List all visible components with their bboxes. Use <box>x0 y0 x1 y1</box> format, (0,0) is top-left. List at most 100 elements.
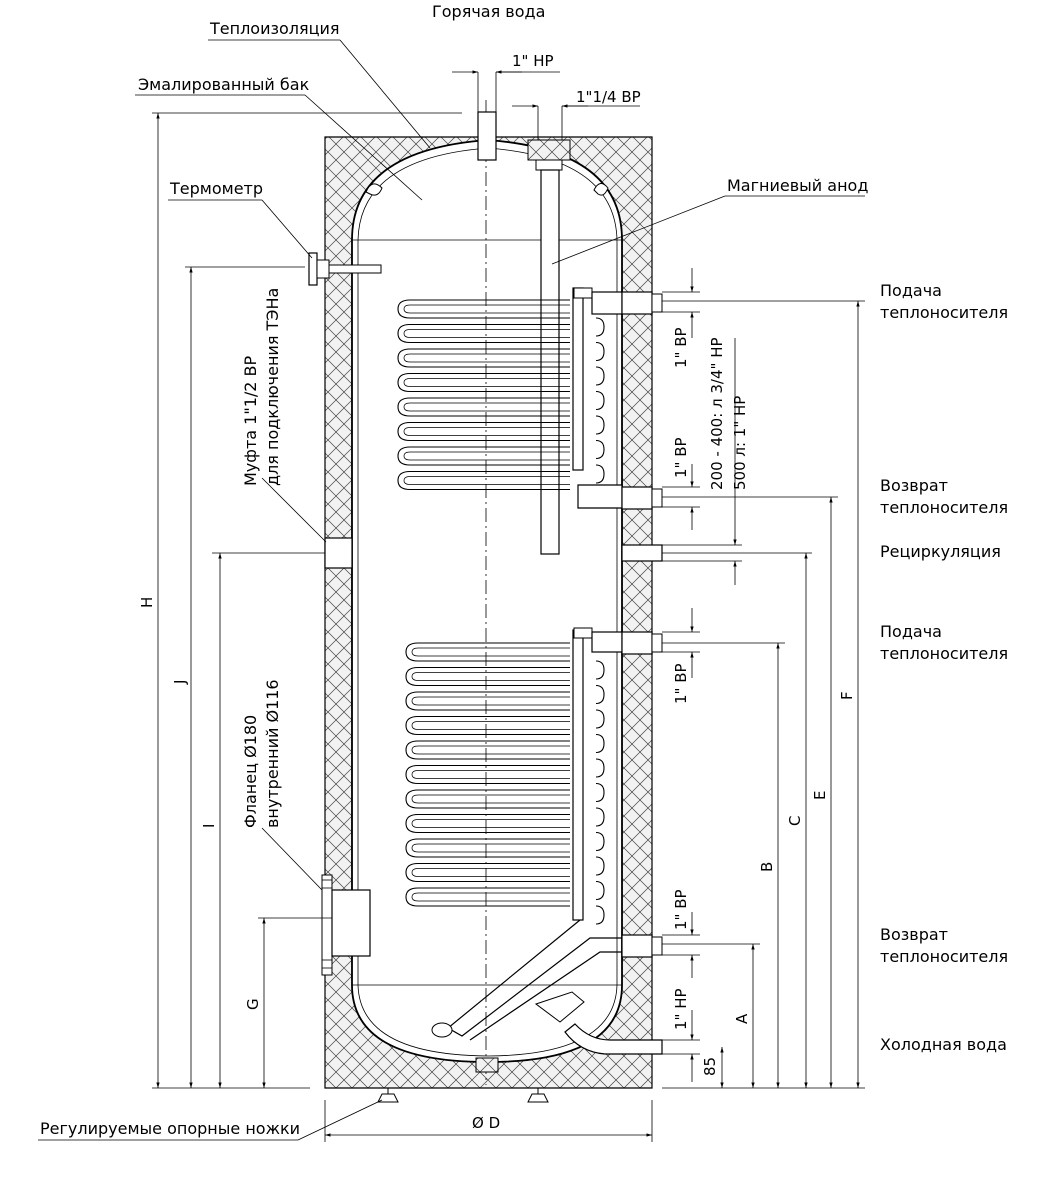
thermometer <box>308 252 382 286</box>
anode-thread-dim: 1"1/4 ВР <box>576 88 641 106</box>
bottom-drain <box>475 1057 499 1073</box>
coil-bend <box>595 831 605 852</box>
coil-loop <box>397 323 570 344</box>
coil-bend <box>595 415 605 435</box>
coil1-return-thread-dim: 1" ВР <box>672 437 690 478</box>
coil-bend <box>595 390 605 411</box>
coil-loop <box>397 397 570 417</box>
coil-bend <box>595 660 605 680</box>
hot-thread-dim: 1" НР <box>512 52 554 70</box>
coil-loop <box>405 691 570 711</box>
coil-loop-inner <box>411 819 570 828</box>
coil-loop-inner <box>411 721 570 730</box>
return-2-line: Возврат <box>880 925 948 944</box>
coil-loop <box>397 421 570 442</box>
recirc-thread-dim-1: 200 - 400: л 3/4" НР <box>708 337 726 490</box>
hot-water-label: Горячая вода <box>432 2 545 21</box>
coil-loop-inner <box>403 476 570 485</box>
supply-1-label: Подача теплоносителя <box>880 281 1008 322</box>
coil-bend <box>595 366 605 386</box>
coil-bend <box>595 807 605 827</box>
dim-H: H <box>138 597 156 608</box>
dim-C: C <box>786 816 804 826</box>
coil-loop-inner <box>403 451 570 461</box>
coil-loop-inner <box>411 672 570 681</box>
coil-loop-inner <box>403 378 570 387</box>
coil-loop <box>405 642 570 662</box>
recirc-thread-dim-2: 500 л: 1" НР <box>731 396 749 490</box>
inspection-flange <box>321 874 371 976</box>
dim-diameter: Ø D <box>472 1114 500 1132</box>
return-2-line: теплоносителя <box>880 947 1008 966</box>
coil-bend <box>595 464 605 484</box>
coil-loop-inner <box>403 353 570 363</box>
return-2-label: Возврат теплоносителя <box>880 925 1008 966</box>
height-85-dim: 85 <box>701 1057 719 1076</box>
supply-2-line: Подача <box>880 622 942 641</box>
coil-loop-inner <box>411 843 570 853</box>
hot-water-outlet <box>452 70 560 161</box>
coil-loop <box>397 446 570 466</box>
coil-bend <box>595 905 605 925</box>
coil-bend <box>595 317 605 337</box>
enamel-tank <box>351 139 623 1063</box>
coil-bend <box>595 733 605 754</box>
coil-loop <box>405 789 570 809</box>
dim-A: A <box>733 1013 751 1024</box>
text-labels: Горячая вода Теплоизоляция Эмалированный… <box>40 2 1008 1138</box>
coil-bend <box>595 341 605 362</box>
coil-loop <box>397 348 570 368</box>
dim-J: J <box>171 680 189 685</box>
insulation-label: Теплоизоляция <box>209 19 340 38</box>
coil-loop-inner <box>403 402 570 412</box>
heater-socket-label-1: Муфта 1"1/2 ВР <box>241 355 260 486</box>
coil-bend <box>595 782 605 803</box>
cold-thread-dim: 1" НР <box>672 988 690 1030</box>
coil2-supply-thread-dim: 1" ВР <box>672 663 690 704</box>
coil-loop <box>405 715 570 736</box>
coil-loop-inner <box>403 329 570 338</box>
flange-label-2: внутренний Ø116 <box>263 679 282 828</box>
coil-bend <box>595 856 605 876</box>
heater-socket-label-2: для подключения ТЭНа <box>263 288 282 486</box>
coil2-return-thread-dim: 1" ВР <box>672 889 690 930</box>
return-1-label: Возврат теплоносителя <box>880 476 1008 517</box>
enamel-tank-label: Эмалированный бак <box>138 75 310 94</box>
dim-E: E <box>811 791 829 800</box>
return-1-line: Возврат <box>880 476 948 495</box>
coil-loop <box>397 470 570 491</box>
dim-I: I <box>200 824 218 828</box>
coil-loop-inner <box>411 745 570 755</box>
coil-loop <box>397 299 570 319</box>
coil-loop <box>405 862 570 883</box>
dimension-lines <box>152 112 865 1142</box>
coil-loop <box>405 740 570 760</box>
supply-1-line: Подача <box>880 281 942 300</box>
coil-loop-inner <box>403 427 570 436</box>
dim-B: B <box>758 862 776 872</box>
leader-lines <box>38 39 865 1141</box>
coil-bend <box>595 709 605 729</box>
coil-bend <box>595 439 605 460</box>
flange-label-1: Фланец Ø180 <box>241 715 260 828</box>
coil-loop <box>397 372 570 393</box>
coil-loop <box>405 813 570 834</box>
coil1-supply-thread-dim: 1" ВР <box>672 327 690 368</box>
dim-G: G <box>244 998 262 1010</box>
upper-heat-exchanger-coil <box>397 287 623 509</box>
adjustable-feet <box>377 1088 549 1103</box>
coil-loop-inner <box>411 892 570 902</box>
recirculation-label: Рециркуляция <box>880 542 1001 561</box>
feet-label: Регулируемые опорные ножки <box>40 1119 300 1138</box>
return-1-line: теплоносителя <box>880 498 1008 517</box>
coil-loop-inner <box>411 696 570 706</box>
coil-loop <box>405 838 570 858</box>
supply-1-line: теплоносителя <box>880 303 1008 322</box>
coil-loop-inner <box>411 868 570 877</box>
magnesium-anode-label: Магниевый анод <box>727 176 868 195</box>
coil-loop <box>405 666 570 687</box>
coil-loop <box>405 764 570 785</box>
coil-loop-inner <box>411 647 570 657</box>
